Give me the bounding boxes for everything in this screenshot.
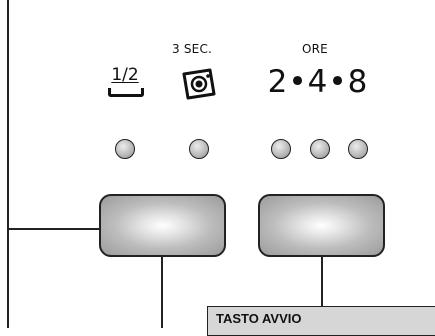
timer-3-sec-icon <box>182 68 216 100</box>
control-panel-diagram: 1/2 3 SEC. ORE 2•4•8 TASTO AVVIO <box>7 0 435 336</box>
led-hours-4 <box>310 139 330 159</box>
half-load-tray-icon <box>108 88 144 97</box>
led-timer <box>189 139 209 159</box>
start-button-callout-label: TASTO AVVIO <box>216 311 302 326</box>
start-button-callout: TASTO AVVIO <box>207 306 435 336</box>
led-hours-2 <box>271 139 291 159</box>
hours-values: 2•4•8 <box>267 64 369 100</box>
start-button[interactable] <box>258 194 385 257</box>
led-hours-8 <box>348 139 368 159</box>
delay-program-button[interactable] <box>99 194 226 257</box>
half-load-icon: 1/2 <box>107 64 144 98</box>
leader-lines <box>7 0 323 328</box>
timer-label: 3 SEC. <box>172 42 213 56</box>
hours-label: ORE <box>302 42 328 56</box>
half-load-label: 1/2 <box>111 65 139 85</box>
led-half-load <box>115 139 135 159</box>
